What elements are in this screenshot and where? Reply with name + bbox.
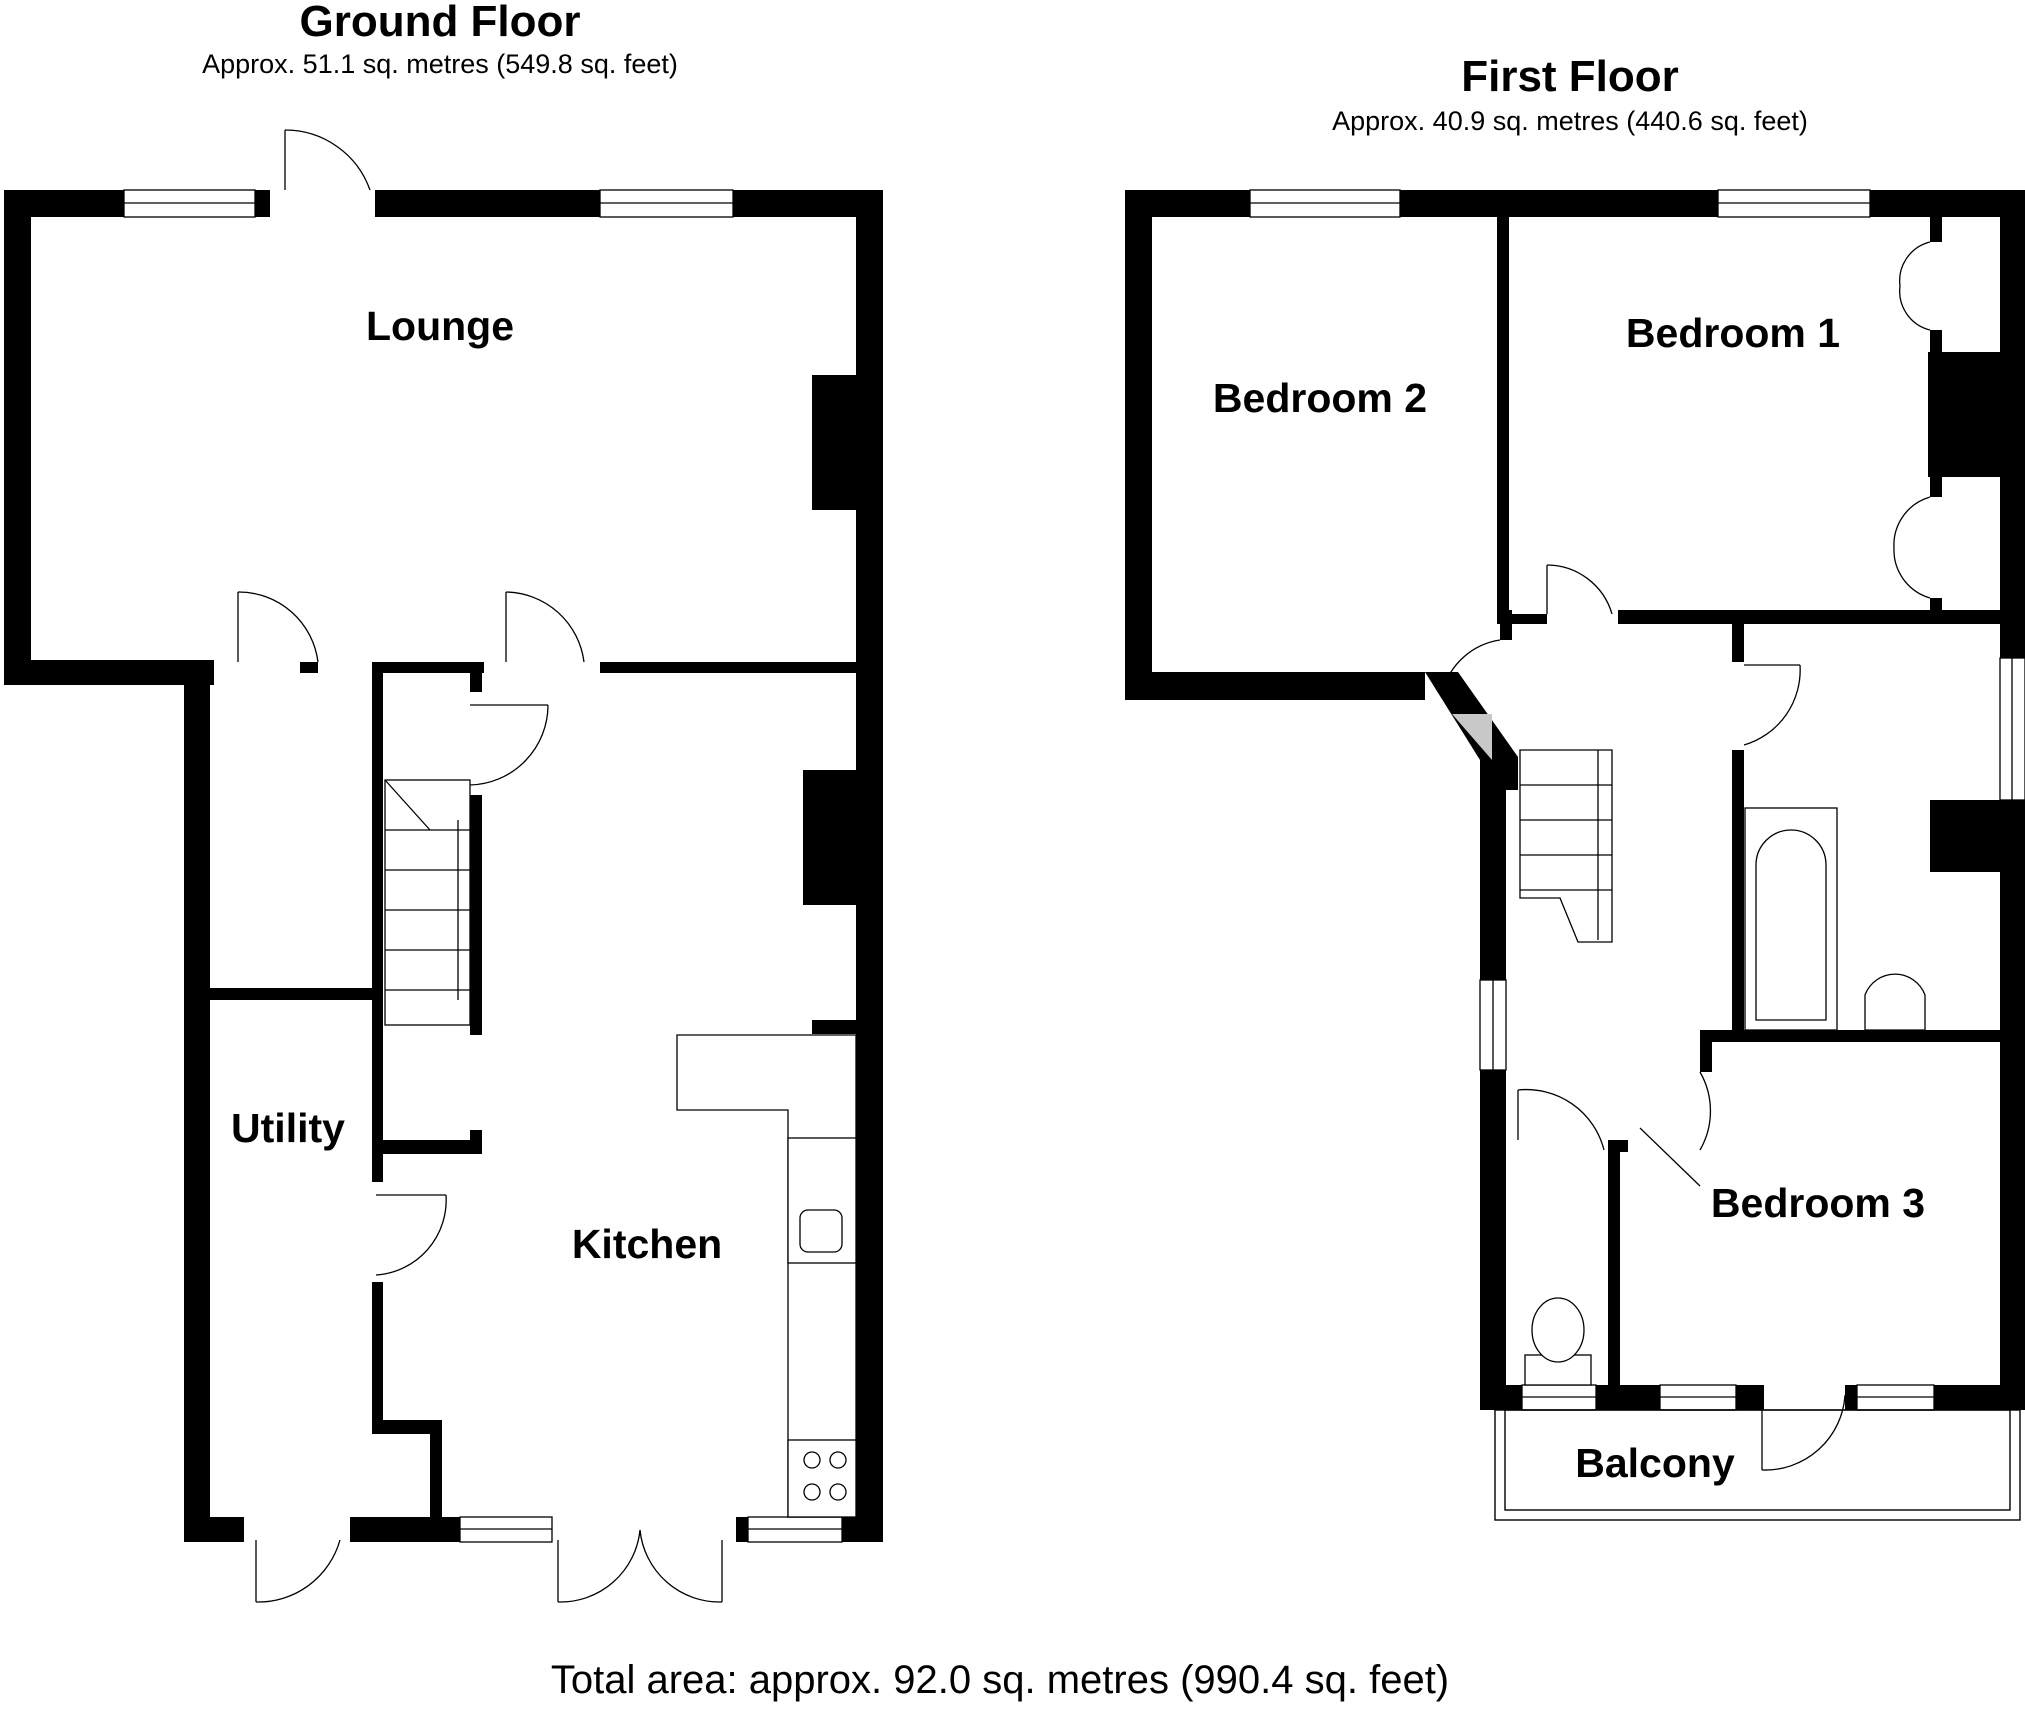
room-label-bedroom3: Bedroom 3 xyxy=(1711,1180,1925,1226)
room-label-utility: Utility xyxy=(231,1105,345,1151)
room-label-lounge: Lounge xyxy=(366,303,514,349)
ground-floor-doors xyxy=(237,129,723,1603)
room-label-balcony: Balcony xyxy=(1575,1440,1735,1486)
first-floor-plan: First Floor Approx. 40.9 sq. metres (440… xyxy=(1125,52,2025,1521)
first-floor-title: First Floor xyxy=(1461,52,1679,101)
ground-floor-plan: Ground Floor Approx. 51.1 sq. metres (54… xyxy=(4,0,883,1603)
basin xyxy=(1864,973,1926,1031)
ground-floor-title: Ground Floor xyxy=(299,0,580,46)
first-floor-area: Approx. 40.9 sq. metres (440.6 sq. feet) xyxy=(1332,106,1808,136)
kitchen-units xyxy=(676,1034,857,1518)
first-floor-doors xyxy=(1442,241,1931,1471)
balcony xyxy=(1494,1409,2021,1521)
total-area: Total area: approx. 92.0 sq. metres (990… xyxy=(551,1658,1449,1702)
first-floor-walls xyxy=(1125,190,2025,1410)
ground-floor-area: Approx. 51.1 sq. metres (549.8 sq. feet) xyxy=(202,49,678,79)
hob xyxy=(787,1439,857,1518)
ground-floor-walls xyxy=(4,190,883,1542)
toilet xyxy=(1531,1297,1585,1363)
room-label-kitchen: Kitchen xyxy=(572,1221,722,1267)
ground-floor-stairs xyxy=(384,779,471,1026)
bathroom-fixtures xyxy=(1524,807,1926,1386)
first-floor-stairs xyxy=(1519,749,1613,943)
stair-void xyxy=(1452,714,1492,760)
room-label-bedroom1: Bedroom 1 xyxy=(1626,310,1840,356)
room-label-bedroom2: Bedroom 2 xyxy=(1213,375,1427,421)
